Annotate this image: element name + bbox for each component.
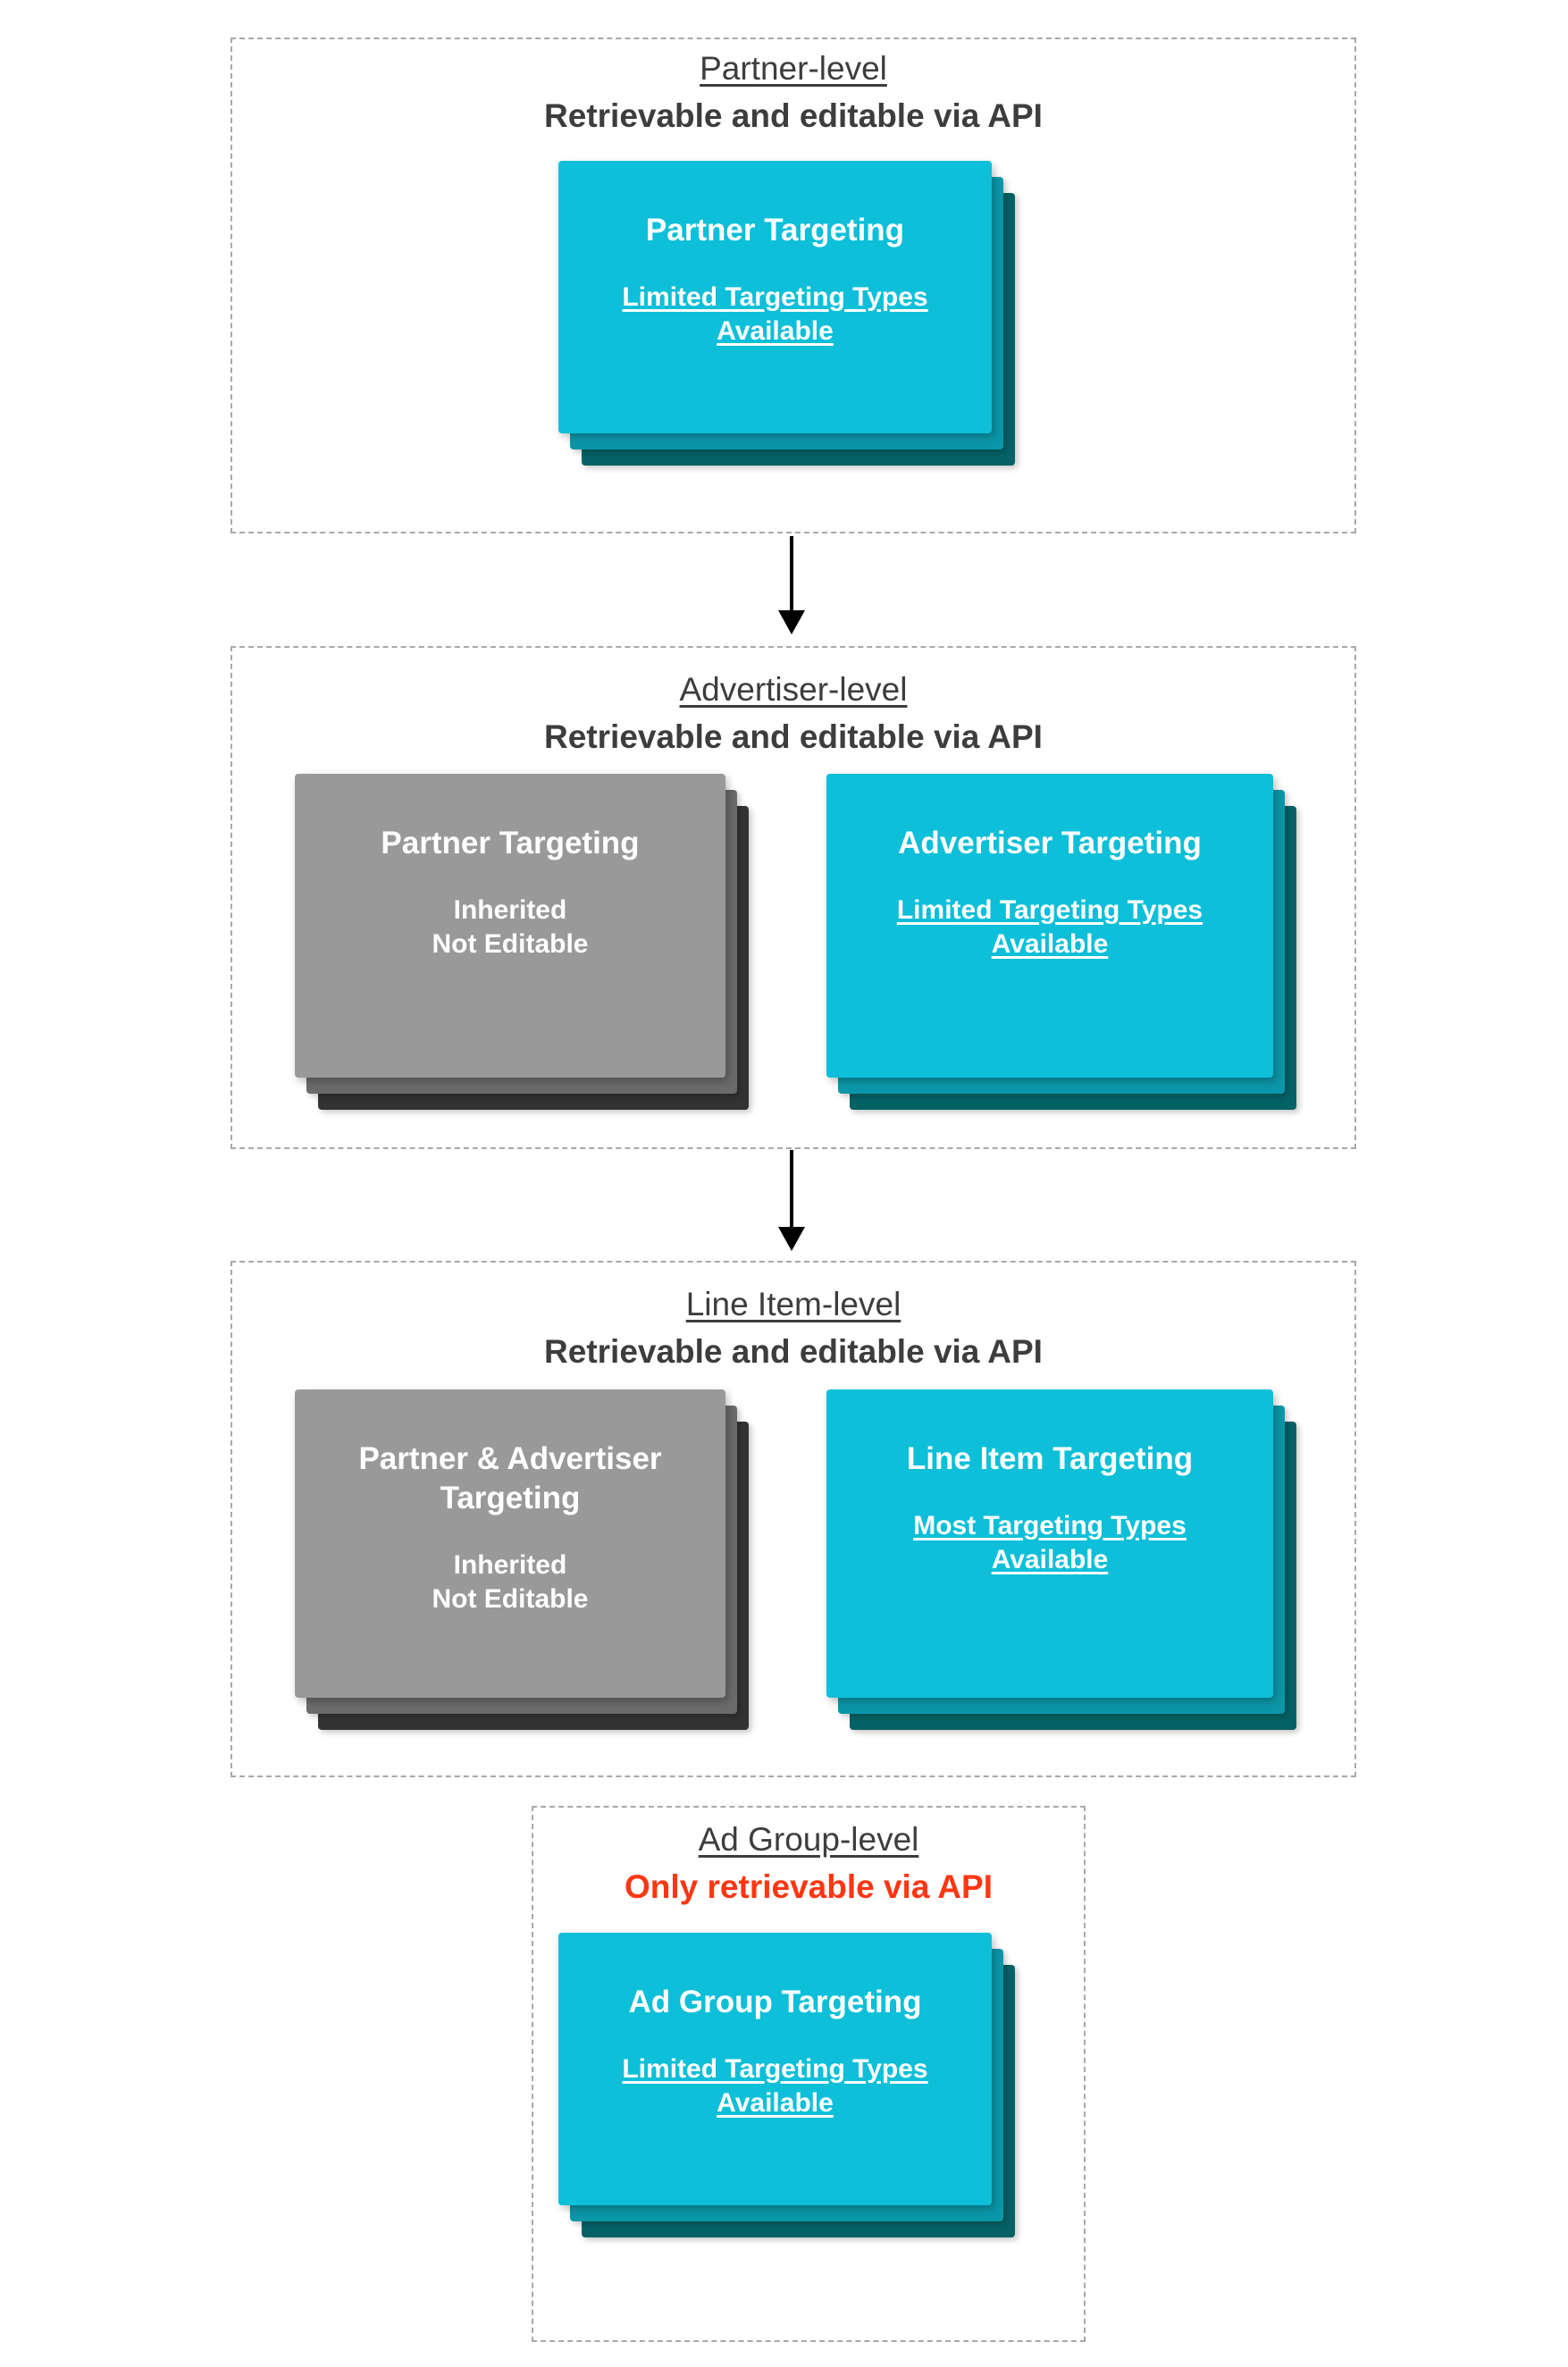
card-layer-front: Partner & Advertiser Targeting Inherited… xyxy=(295,1389,725,1698)
card-note: Limited Targeting Types Available xyxy=(609,281,940,349)
card-note-line-2: Available xyxy=(717,2088,834,2119)
card-note-line-2: Available xyxy=(717,316,834,347)
card-note-line-2: Available xyxy=(991,1545,1109,1575)
card-note-line-1: Limited Targeting Types xyxy=(622,2053,928,2084)
card-advertiser-targeting[interactable]: Advertiser Targeting Limited Targeting T… xyxy=(826,774,1296,1110)
card-note: Limited Targeting Types Available xyxy=(609,2052,940,2121)
card-note-line-1: Inherited xyxy=(453,894,567,925)
card-title: Partner Targeting xyxy=(381,826,640,860)
card-note-line-1: Inherited xyxy=(453,1549,567,1580)
card-note-line-1: Limited Targeting Types xyxy=(896,894,1203,925)
card-note-line-1: Most Targeting Types xyxy=(913,1510,1186,1540)
card-note: Inherited Not Editable xyxy=(419,894,600,962)
card-layer-front: Partner Targeting Limited Targeting Type… xyxy=(558,161,992,433)
card-layer-front: Partner Targeting Inherited Not Editable xyxy=(295,774,725,1078)
card-title: Partner Targeting xyxy=(645,213,905,248)
card-line-item-targeting[interactable]: Line Item Targeting Most Targeting Types… xyxy=(826,1389,1296,1730)
card-layer-front: Advertiser Targeting Limited Targeting T… xyxy=(826,774,1273,1078)
card-partner-targeting[interactable]: Partner Targeting Limited Targeting Type… xyxy=(558,161,1015,466)
card-title: Partner & Advertiser Targeting xyxy=(358,1441,662,1515)
card-note: Inherited Not Editable xyxy=(419,1549,600,1617)
card-note-line-2: Available xyxy=(991,929,1109,960)
card-title: Ad Group Targeting xyxy=(628,1985,922,2019)
card-layer-front: Ad Group Targeting Limited Targeting Typ… xyxy=(558,1933,992,2205)
card-ad-group-targeting[interactable]: Ad Group Targeting Limited Targeting Typ… xyxy=(558,1933,1015,2237)
card-layer-front: Line Item Targeting Most Targeting Types… xyxy=(826,1389,1273,1698)
level-box-line-item xyxy=(231,1261,1356,1777)
arrow-shaft xyxy=(790,1150,793,1229)
card-line-item-inherited-targeting[interactable]: Partner & Advertiser Targeting Inherited… xyxy=(295,1389,749,1730)
card-note-line-2: Not Editable xyxy=(432,929,589,960)
level-box-ad-group xyxy=(532,1806,1086,2342)
card-advertiser-inherited-partner-targeting[interactable]: Partner Targeting Inherited Not Editable xyxy=(295,774,749,1110)
card-note: Limited Targeting Types Available xyxy=(885,894,1215,962)
level-box-advertiser xyxy=(231,646,1356,1149)
card-note-line-1: Limited Targeting Types xyxy=(622,281,928,312)
card-note-line-2: Not Editable xyxy=(432,1583,589,1614)
level-box-partner xyxy=(231,38,1356,533)
card-note: Most Targeting Types Available xyxy=(901,1509,1199,1578)
down-arrow-icon xyxy=(778,610,805,634)
card-title: Line Item Targeting xyxy=(906,1441,1194,1476)
arrow-shaft xyxy=(790,536,793,612)
card-title: Advertiser Targeting xyxy=(898,826,1202,860)
down-arrow-icon xyxy=(778,1227,805,1251)
